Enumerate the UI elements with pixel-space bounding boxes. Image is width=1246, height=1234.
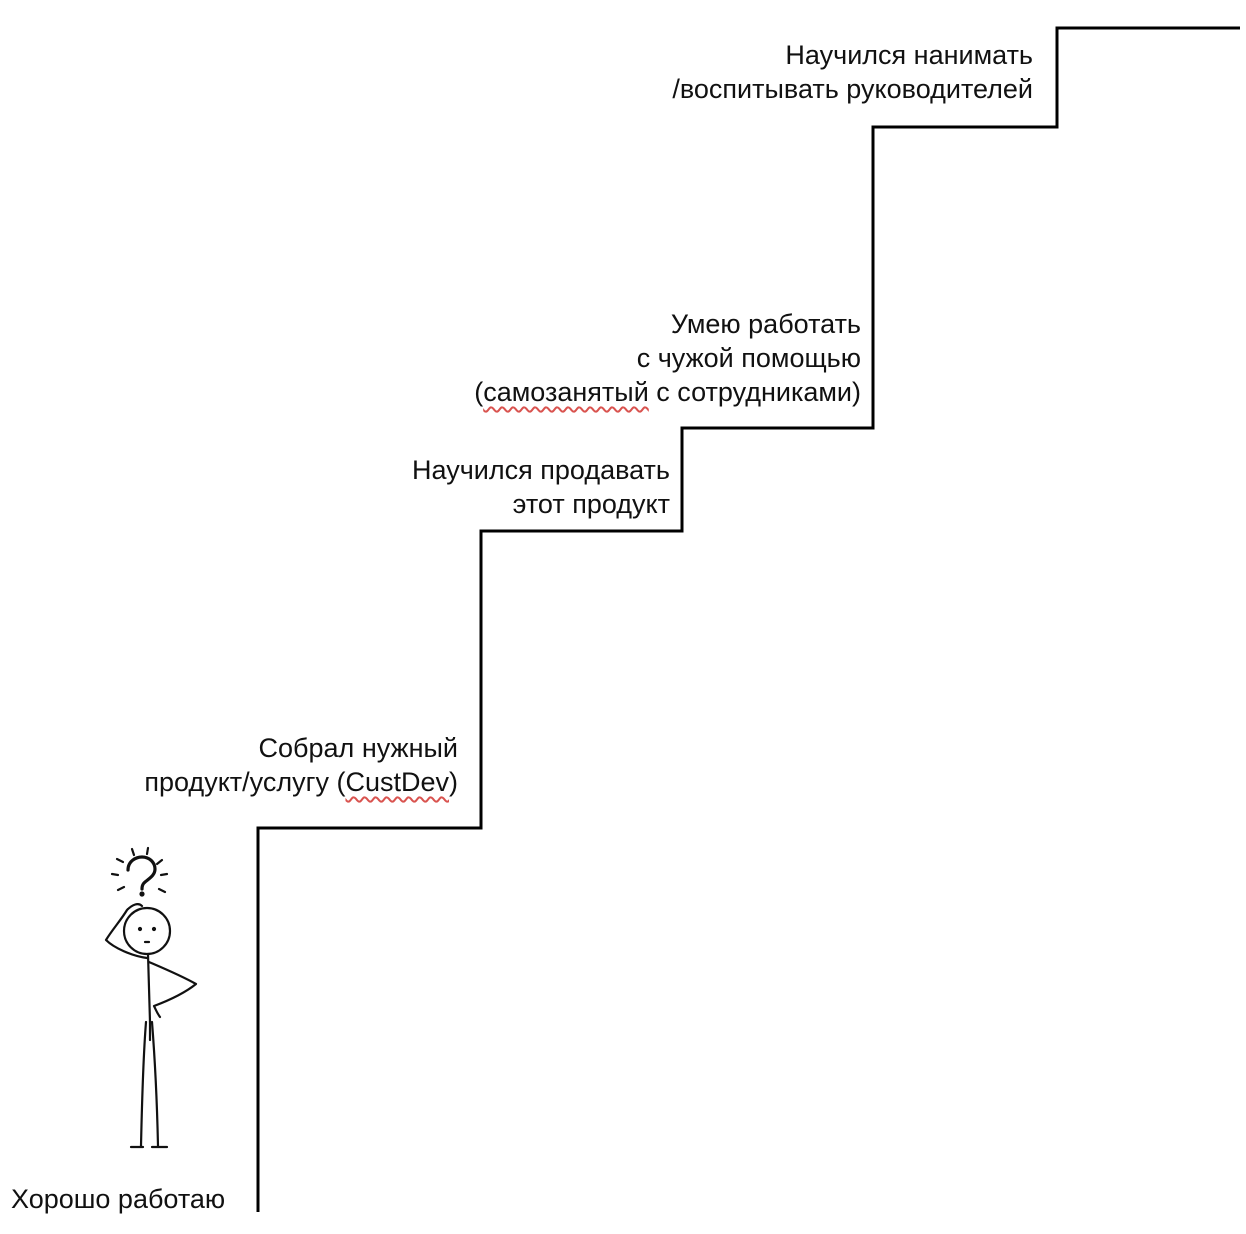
staircase-line (256, 26, 1240, 1212)
step-label-bottom: Хорошо работаю (11, 1184, 226, 1214)
thinking-stick-figure (104, 846, 198, 1149)
question-mark-icon (110, 846, 169, 897)
step-label-fourth-line2: с чужой помощью (636, 343, 861, 373)
step-label-second-line2: продукт/услугу ( (144, 767, 346, 797)
step-label-top: Научился нанимать /воспитывать руководит… (672, 40, 1033, 104)
step-label-second-line1: Собрал нужный (258, 733, 458, 763)
spellcheck-word: самозанятый (483, 377, 649, 407)
step-label-fourth-line1: Умею работать (670, 309, 861, 339)
step-label-second-line2-close: ) (449, 767, 458, 797)
step-label-fourth-line3-open: ( (474, 377, 484, 407)
step-label-second: Собрал нужный продукт/услугу (CustDev) (144, 731, 458, 799)
step-label-third: Научился продавать этот продукт (412, 455, 670, 519)
spellcheck-word: CustDev (345, 767, 449, 797)
step-label-fourth-line3-rest: с сотрудниками) (648, 377, 861, 407)
step-label-fourth: Умею работать с чужой помощью (самозанят… (474, 307, 861, 409)
